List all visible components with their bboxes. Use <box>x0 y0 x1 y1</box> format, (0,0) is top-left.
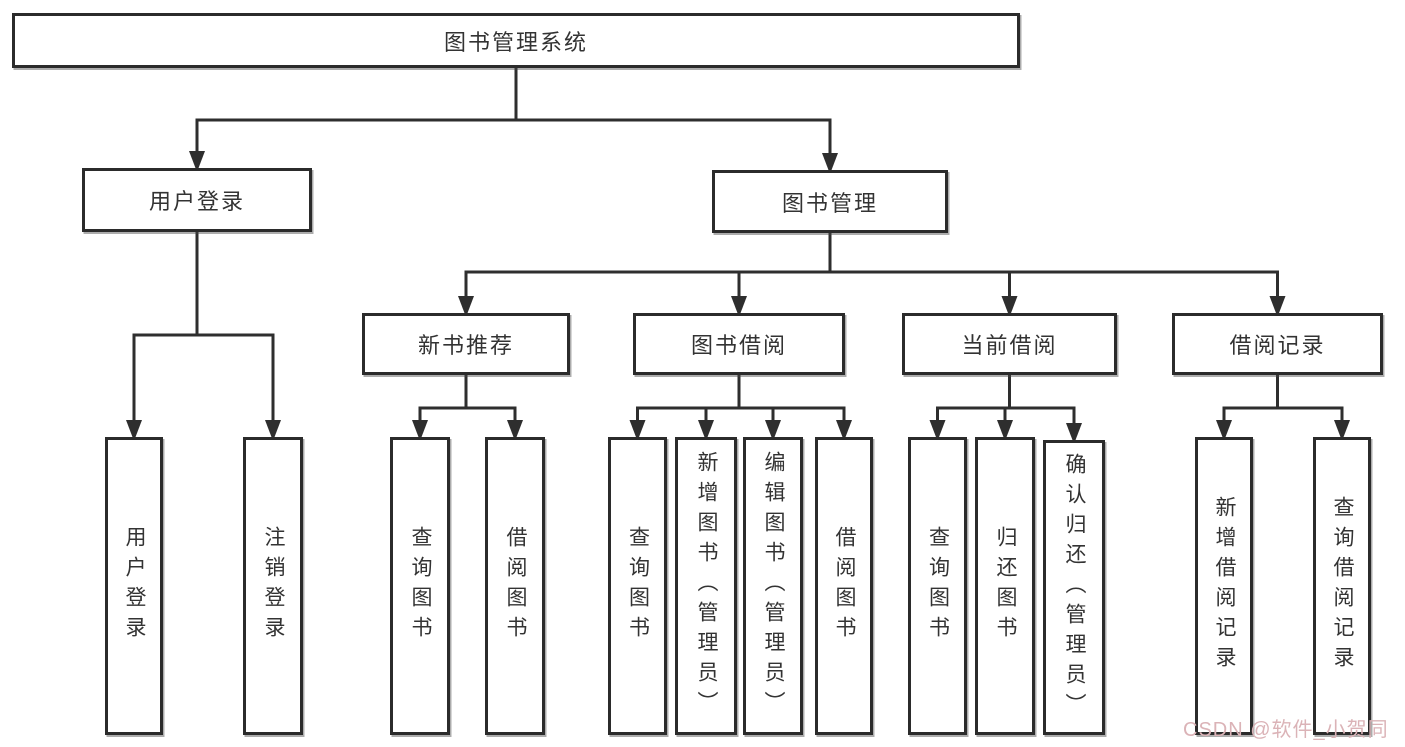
node-nbr-borrow-books: 借阅图书 <box>485 437 545 735</box>
node-book-borrowing: 图书借阅 <box>633 313 845 375</box>
node-new-book-recommend: 新书推荐 <box>362 313 570 375</box>
node-br-add-record: 新增借阅记录 <box>1195 437 1253 735</box>
node-cb-return-books: 归还图书 <box>975 437 1035 735</box>
node-logout-login: 注销登录 <box>243 437 303 735</box>
node-root: 图书管理系统 <box>12 13 1020 68</box>
node-bb-query-books: 查询图书 <box>608 437 667 735</box>
node-user-login-group: 用户登录 <box>82 168 312 232</box>
node-user-login: 用户登录 <box>105 437 163 735</box>
csdn-watermark: CSDN @软件_小贺同学 <box>1183 719 1389 741</box>
node-current-borrowing: 当前借阅 <box>902 313 1117 375</box>
node-cb-confirm-return-admin: 确认归还（管理员） <box>1043 440 1105 735</box>
node-br-query-record: 查询借阅记录 <box>1313 437 1371 735</box>
node-bb-borrow-books: 借阅图书 <box>815 437 873 735</box>
node-cb-query-books: 查询图书 <box>908 437 967 735</box>
node-bb-edit-books-admin: 编辑图书（管理员） <box>743 437 803 735</box>
node-nbr-query-books: 查询图书 <box>390 437 450 735</box>
node-bb-add-books-admin: 新增图书（管理员） <box>675 437 737 735</box>
node-borrowing-records: 借阅记录 <box>1172 313 1383 375</box>
node-book-management-group: 图书管理 <box>712 170 948 233</box>
